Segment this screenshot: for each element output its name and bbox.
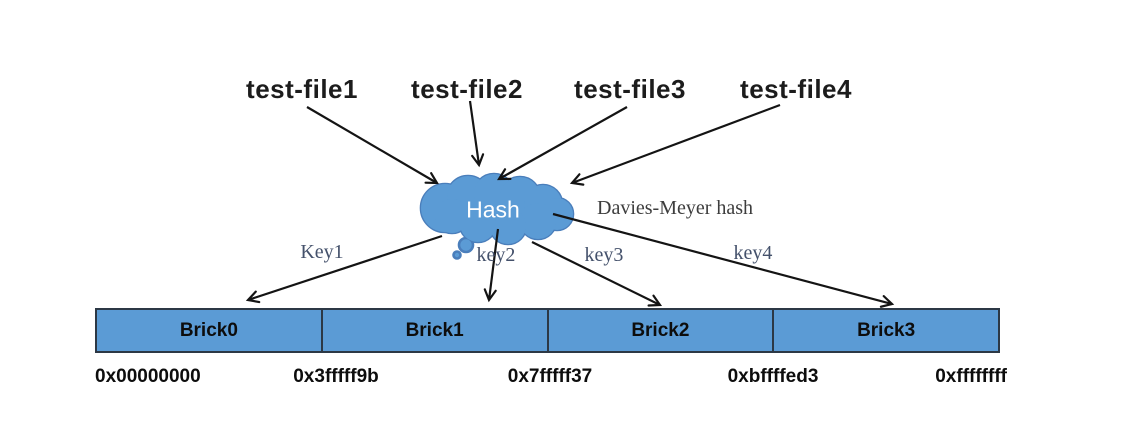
brick-label-3: Brick3 — [857, 319, 916, 341]
brick-cell-0: Brick0 — [97, 310, 321, 351]
range-label-4: 0xffffffff — [935, 366, 1007, 387]
file-label-test-file3: test-file3 — [574, 74, 686, 104]
arrow-file1-to-hash — [306, 106, 439, 185]
key-label-3: key3 — [584, 244, 624, 266]
brick-label-0: Brick0 — [179, 319, 238, 341]
brick-cell-1: Brick1 — [320, 310, 547, 351]
range-label-2: 0x7fffff37 — [507, 366, 593, 387]
arrow-file4-to-hash — [569, 103, 781, 186]
arrow-key1-to-brick0 — [245, 234, 443, 304]
file-label-test-file4: test-file4 — [740, 74, 852, 104]
key-label-2: key2 — [476, 244, 516, 266]
file-label-test-file1: test-file1 — [246, 74, 358, 104]
arrow-key2-to-brick1 — [483, 228, 500, 303]
arrow-key3-to-brick2 — [531, 241, 663, 307]
algorithm-note: Davies-Meyer hash — [597, 197, 754, 219]
brick-label-2: Brick2 — [631, 319, 690, 341]
arrow-file2-to-hash — [468, 100, 485, 168]
range-label-0: 0x00000000 — [95, 366, 201, 387]
key-label-4: key4 — [733, 242, 773, 264]
brick-label-1: Brick1 — [405, 319, 464, 341]
key-label-1: Key1 — [300, 241, 344, 263]
file-label-test-file2: test-file2 — [411, 74, 523, 104]
arrow-key4-to-brick3 — [552, 212, 895, 308]
arrow-file3-to-hash — [497, 106, 628, 181]
cloud-tail — [452, 236, 475, 260]
brick-cell-2: Brick2 — [546, 310, 773, 351]
hash-range-bar: Brick0 Brick1 Brick2 Brick3 — [95, 308, 1000, 353]
range-label-3: 0xbffffed3 — [727, 366, 819, 387]
range-label-1: 0x3fffff9b — [293, 366, 379, 387]
brick-cell-3: Brick3 — [772, 310, 998, 351]
hash-cloud-label: Hash — [466, 196, 520, 223]
